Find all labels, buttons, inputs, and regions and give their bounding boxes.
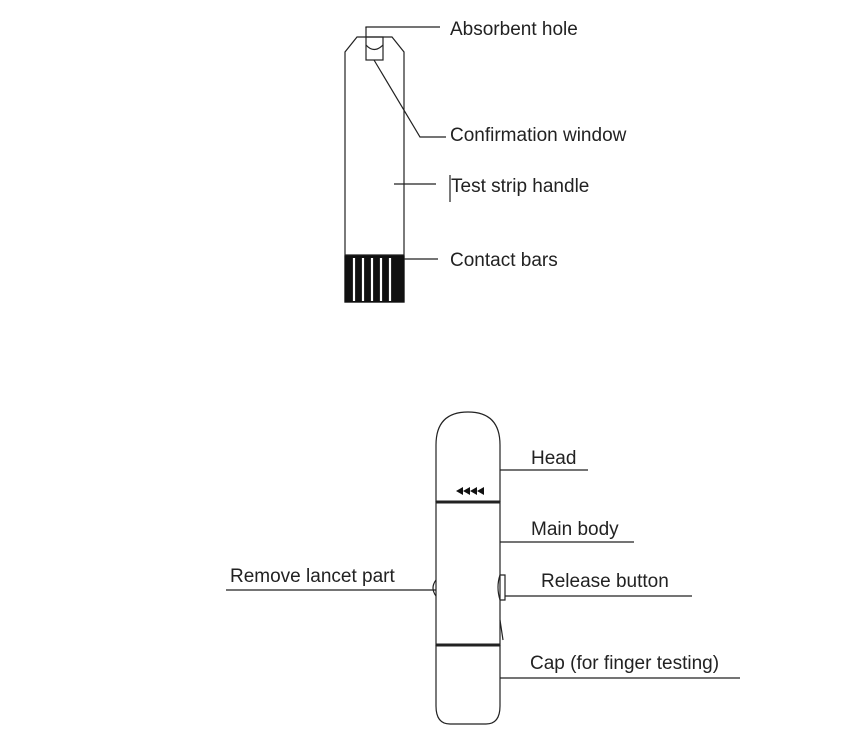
label-release-button: Release button xyxy=(541,572,669,591)
label-main-body: Main body xyxy=(531,520,619,539)
label-head: Head xyxy=(531,449,576,468)
label-confirmation-window: Confirmation window xyxy=(450,126,626,145)
leader-confirmation-window xyxy=(374,60,446,137)
lancing-device-main-body xyxy=(436,502,500,645)
direction-arrows-icon xyxy=(456,487,484,495)
lancing-device-cap xyxy=(436,645,500,724)
leader-absorbent-hole xyxy=(366,27,440,28)
confirmation-window xyxy=(366,37,383,60)
label-contact-bars: Contact bars xyxy=(450,251,558,270)
release-button xyxy=(498,575,505,600)
label-absorbent-hole: Absorbent hole xyxy=(450,20,578,39)
label-cap: Cap (for finger testing) xyxy=(530,654,719,673)
label-remove-lancet-part: Remove lancet part xyxy=(230,567,395,586)
label-test-strip-handle: Test strip handle xyxy=(451,177,589,196)
absorbent-hole xyxy=(366,45,383,50)
